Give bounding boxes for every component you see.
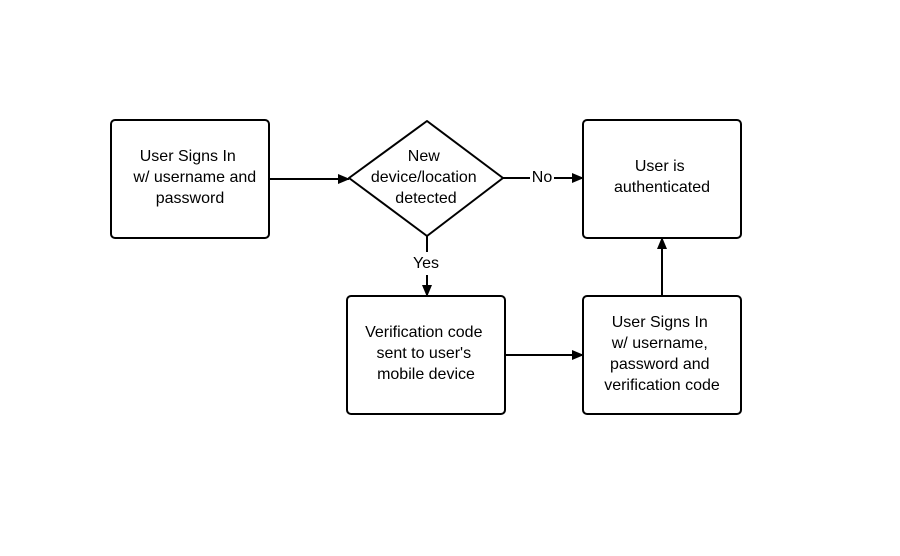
node-verification-box [346,295,506,415]
node-sign-in-line-2: w/ username and [132,169,256,186]
node-sign-in-code: User Signs In w/ username, password and … [582,295,742,415]
node-decision-line-3: detected [395,190,456,207]
node-sign-in-code-line-3: password and [610,356,710,373]
node-verification-line-3: mobile device [377,366,475,383]
node-sign-in-box [110,119,270,239]
node-sign-in: User Signs In w/ username and password [110,119,270,239]
node-sign-in-label: User Signs In w/ username and password [132,148,260,207]
node-decision-label: New device/location detected [371,148,481,207]
node-sign-in-code-label: User Signs In w/ username, password and … [604,314,720,394]
node-sign-in-code-line-1: User Signs In [612,314,708,331]
node-sign-in-line-3: password [156,190,224,207]
node-authenticated-box [582,119,742,239]
node-authenticated-line-1: User is [635,158,685,175]
node-sign-in-code-line-2: w/ username, [611,335,708,352]
edge-label-no: No [532,169,553,186]
node-verification-line-1: Verification code [365,324,483,341]
edge-label-yes: Yes [413,255,439,272]
node-authenticated: User is authenticated [582,119,742,239]
node-decision-line-1: New [408,148,440,165]
node-verification: Verification code sent to user's mobile … [346,295,506,415]
node-verification-label: Verification code sent to user's mobile … [365,324,487,383]
node-decision-diamond [348,120,504,237]
node-sign-in-code-line-4: verification code [604,377,720,394]
node-sign-in-code-box [582,295,742,415]
node-decision-line-2: device/location [371,169,477,186]
node-verification-line-2: sent to user's [376,345,471,362]
node-authenticated-label: User is authenticated [614,158,710,196]
node-sign-in-line-1: User Signs In [140,148,236,165]
edges: No Yes [269,169,667,360]
node-decision: New device/location detected [348,120,504,237]
node-authenticated-line-2: authenticated [614,179,710,196]
